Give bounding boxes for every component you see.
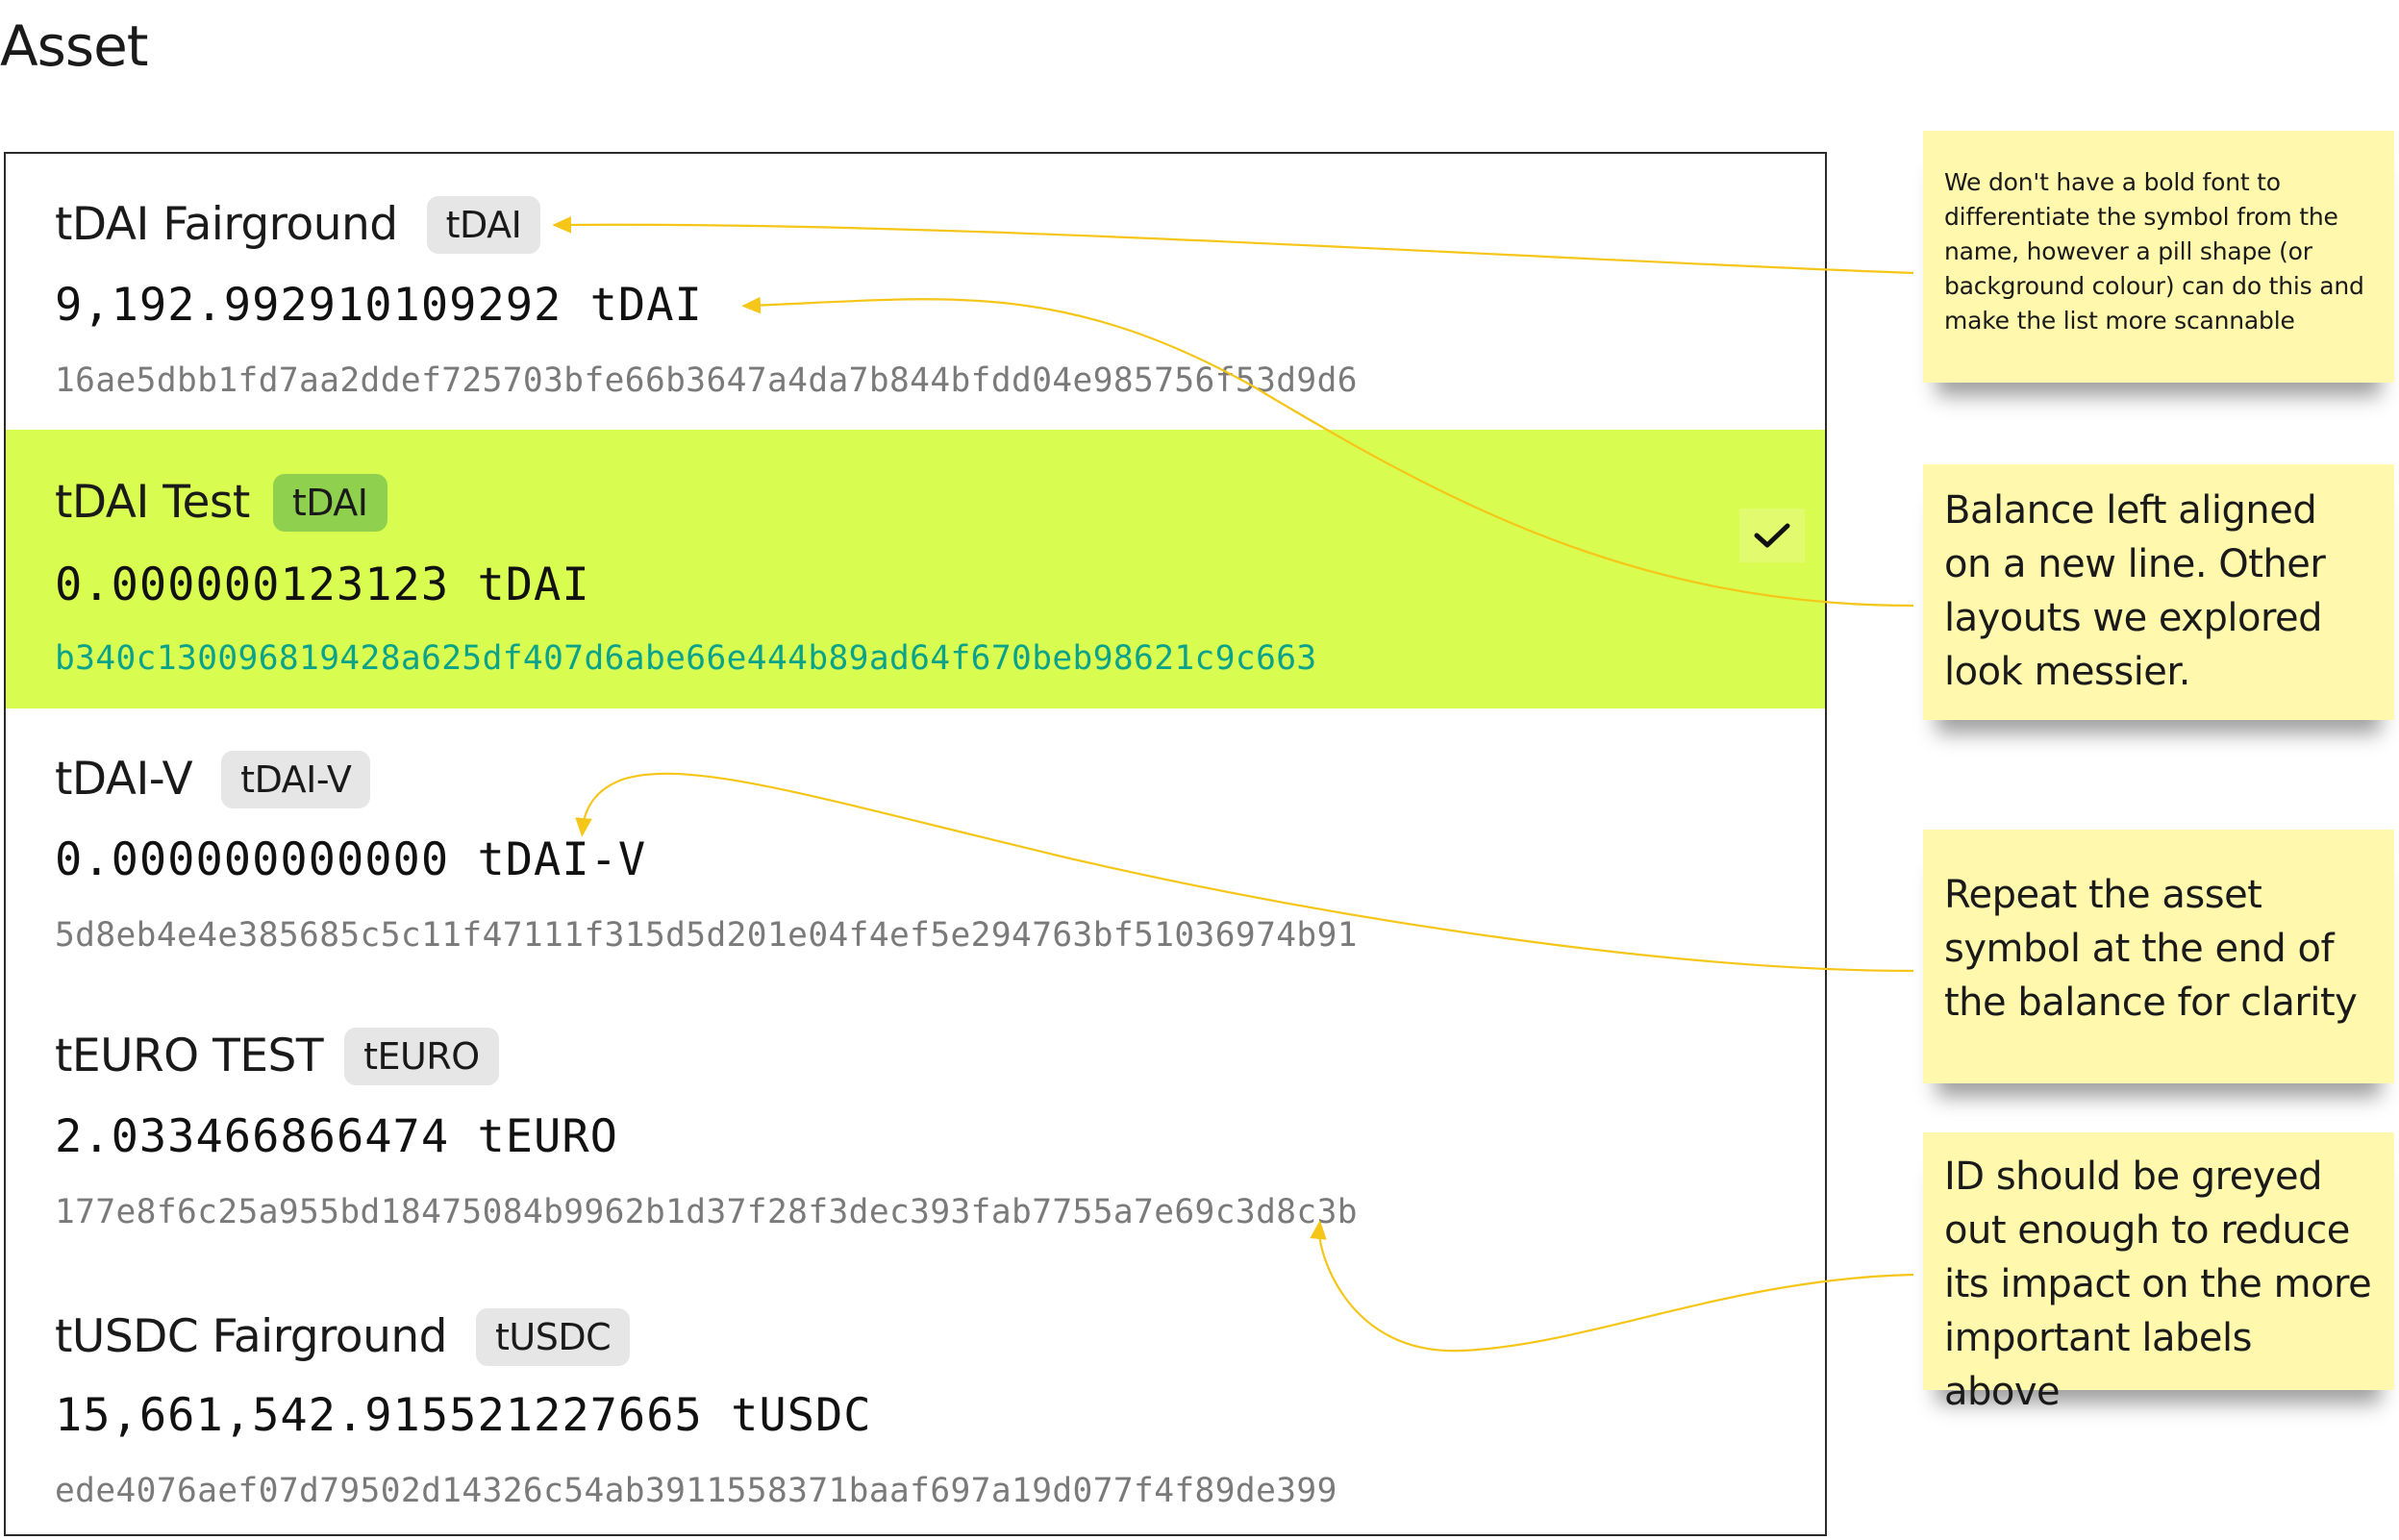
asset-row[interactable]: tUSDC Fairground tUSDC 15,661,542.915521… (6, 1262, 1825, 1539)
sticky-note-text: Repeat the asset symbol at the end of th… (1944, 873, 2358, 1025)
asset-row[interactable]: tEURO TEST tEURO 2.033466866474 tEURO 17… (6, 985, 1825, 1262)
asset-id: 177e8f6c25a955bd18475084b9962b1d37f28f3d… (55, 1193, 1358, 1231)
asset-row-selected[interactable]: tDAI Test tDAI 0.000000123123 tDAI b340c… (6, 430, 1825, 708)
asset-balance: 15,661,542.915521227665 tUSDC (55, 1389, 872, 1442)
asset-row[interactable]: tDAI Fairground tDAI 9,192.992910109292 … (6, 154, 1825, 431)
asset-name: tUSDC Fairground (55, 1310, 447, 1363)
asset-id: ede4076aef07d79502d14326c54ab3911558371b… (55, 1472, 1337, 1510)
asset-name-line: tUSDC Fairground tUSDC (55, 1306, 631, 1368)
asset-name: tEURO TEST (55, 1030, 324, 1082)
sticky-note-pill-shape: We don't have a bold font to differentia… (1923, 131, 2394, 383)
asset-symbol-pill: tDAI-V (221, 751, 371, 808)
checkmark-icon (1754, 523, 1790, 548)
asset-name: tDAI Test (55, 476, 250, 529)
asset-id: b340c130096819428a625df407d6abe66e444b89… (55, 639, 1317, 678)
asset-symbol-pill: tDAI (272, 474, 387, 532)
asset-balance: 2.033466866474 tEURO (55, 1110, 618, 1163)
sticky-note-text: Balance left aligned on a new line. Othe… (1944, 488, 2326, 694)
sticky-note-text: ID should be greyed out enough to reduce… (1944, 1155, 2372, 1414)
sticky-note-repeat-symbol: Repeat the asset symbol at the end of th… (1923, 830, 2394, 1083)
asset-name: tDAI-V (55, 753, 193, 806)
asset-name-line: tEURO TEST tEURO (55, 1026, 499, 1087)
sticky-note-text: We don't have a bold font to differentia… (1944, 168, 2364, 335)
asset-balance: 9,192.992910109292 tDAI (55, 279, 703, 332)
sticky-note-balance-layout: Balance left aligned on a new line. Othe… (1923, 464, 2394, 720)
asset-symbol-pill: tEURO (344, 1028, 499, 1085)
selected-checkmark[interactable] (1739, 509, 1805, 562)
asset-name-line: tDAI Fairground tDAI (55, 194, 541, 256)
asset-list: tDAI Fairground tDAI 9,192.992910109292 … (4, 152, 1827, 1536)
asset-balance: 0.000000000000 tDAI-V (55, 833, 647, 886)
asset-symbol-pill: tUSDC (475, 1308, 631, 1366)
asset-symbol-pill: tDAI (426, 196, 541, 254)
asset-name-line: tDAI Test tDAI (55, 472, 387, 534)
sticky-note-greyed-id: ID should be greyed out enough to reduce… (1923, 1132, 2394, 1414)
asset-row[interactable]: tDAI-V tDAI-V 0.000000000000 tDAI-V 5d8e… (6, 708, 1825, 985)
asset-name-line: tDAI-V tDAI-V (55, 749, 371, 810)
page-title: Asset (0, 13, 149, 79)
asset-name: tDAI Fairground (55, 198, 398, 251)
asset-id: 5d8eb4e4e385685c5c11f47111f315d5d201e04f… (55, 916, 1358, 955)
asset-id: 16ae5dbb1fd7aa2ddef725703bfe66b3647a4da7… (55, 361, 1358, 400)
asset-balance: 0.000000123123 tDAI (55, 559, 590, 611)
